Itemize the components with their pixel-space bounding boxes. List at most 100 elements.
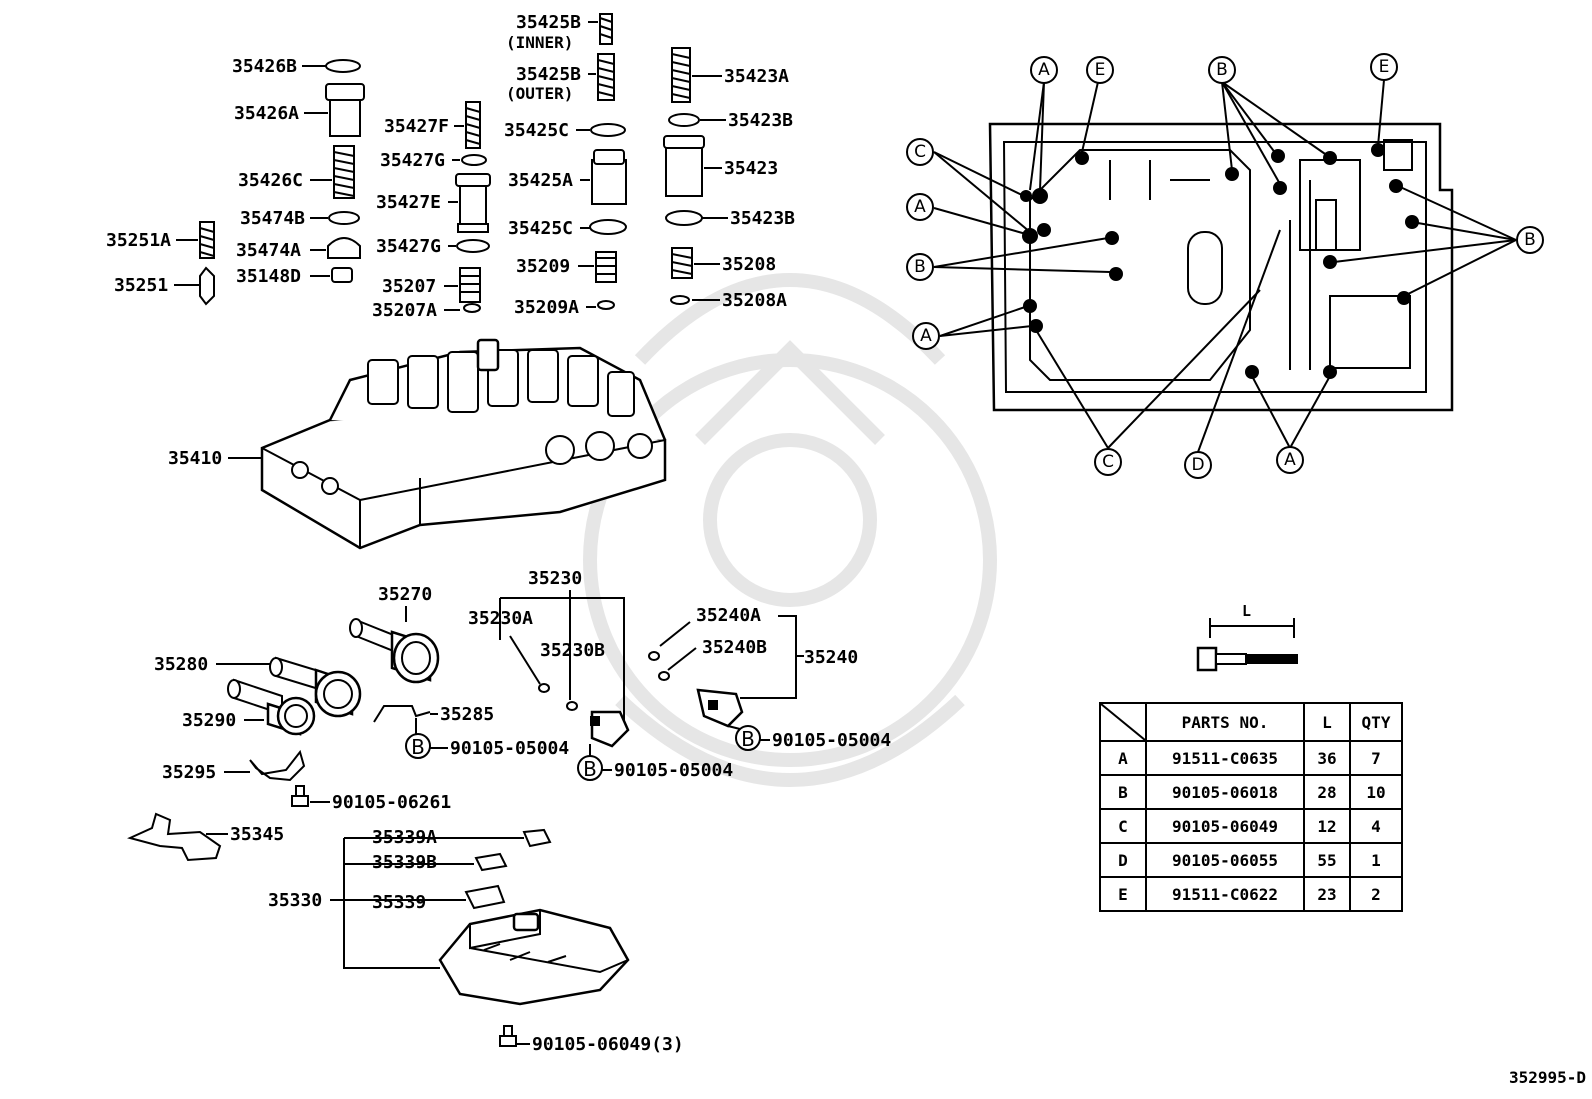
label-35240a: 35240A xyxy=(696,605,761,626)
row-qty: 1 xyxy=(1349,842,1403,878)
svg-text:C: C xyxy=(914,142,926,162)
part-35251: 35251 xyxy=(114,266,215,306)
part-35427g-upper: 35427G xyxy=(380,150,487,171)
part-35474a: 35474A xyxy=(236,237,361,261)
label-35410: 35410 xyxy=(168,448,222,469)
table-row: B 90105-06018 28 10 xyxy=(1099,774,1403,810)
bolt-90105-06261: 90105-06261 xyxy=(291,785,451,813)
part-35345: 35345 xyxy=(127,812,284,862)
label-35251: 35251 xyxy=(114,275,168,296)
row-key: A xyxy=(1099,740,1147,776)
bolt-b-1: B 90105-05004 xyxy=(405,733,569,759)
callout-a-bottom: A xyxy=(1276,446,1304,474)
label-35208: 35208 xyxy=(722,254,776,275)
label-35423a: 35423A xyxy=(724,66,789,87)
label-35207a: 35207A xyxy=(372,300,437,321)
label-35230a: 35230A xyxy=(468,608,533,629)
part-35423: 35423 xyxy=(663,135,778,197)
label-35426c: 35426C xyxy=(238,170,303,191)
part-35425b-outer: 35425B (OUTER) xyxy=(506,53,615,103)
part-35209: 35209 xyxy=(516,251,617,283)
bolt-length-label: L xyxy=(1242,602,1252,620)
table-header-row: PARTS NO. L QTY xyxy=(1099,702,1403,742)
label-35270: 35270 xyxy=(378,584,432,605)
label-35423: 35423 xyxy=(724,158,778,179)
row-length: 12 xyxy=(1303,808,1351,844)
label-35339: 35339 xyxy=(372,892,426,913)
part-35425c-upper: 35425C xyxy=(504,120,626,141)
label-35285: 35285 xyxy=(440,704,494,725)
part-35426c: 35426C xyxy=(238,145,355,199)
row-length: 28 xyxy=(1303,774,1351,810)
callout-a-lower-left: A xyxy=(912,322,940,350)
row-qty: 10 xyxy=(1349,774,1403,810)
label-35425b-outer: 35425B xyxy=(516,64,581,85)
label-35208a: 35208A xyxy=(722,290,787,311)
label-35423b-lower: 35423B xyxy=(730,208,795,229)
svg-text:B: B xyxy=(1216,60,1228,80)
part-35423b-lower: 35423B xyxy=(665,208,795,229)
header-l: L xyxy=(1303,702,1351,742)
label-35209: 35209 xyxy=(516,256,570,277)
part-35330-strainer: 35330 35339A 35339B 35339 xyxy=(268,827,630,1006)
part-35280 xyxy=(269,656,362,718)
label-outer: (OUTER) xyxy=(506,84,573,103)
bolt-b-2: B 90105-05004 xyxy=(577,744,733,781)
part-35474b: 35474B xyxy=(240,208,360,229)
svg-text:A: A xyxy=(914,197,926,217)
callout-e-top-left: E xyxy=(1086,56,1114,84)
part-35426b: 35426B xyxy=(232,56,361,77)
part-35209a: 35209A xyxy=(514,297,615,318)
label-90105-06261: 90105-06261 xyxy=(332,792,451,813)
svg-text:B: B xyxy=(914,257,926,277)
callout-a-left: A xyxy=(906,193,934,221)
part-35425b-inner: 35425B (INNER) xyxy=(506,12,613,52)
svg-text:B: B xyxy=(1524,230,1536,250)
part-35427e: 35427E xyxy=(376,173,491,233)
part-35410-valve-body: 35410 xyxy=(168,338,667,550)
label-35230b: 35230B xyxy=(540,640,605,661)
callout-b-3: B xyxy=(741,727,755,751)
label-35425b-inner: 35425B xyxy=(516,12,581,33)
part-35207a: 35207A xyxy=(372,300,481,321)
part-35423a: 35423A xyxy=(671,47,789,103)
part-35230-solenoid xyxy=(590,710,630,748)
watermark-emblem xyxy=(583,273,997,787)
label-35474a: 35474A xyxy=(236,240,301,261)
valve-body-plan-view: A E C A B A B E xyxy=(906,53,1544,479)
part-35290 xyxy=(227,678,316,736)
header-parts-no: PARTS NO. xyxy=(1145,702,1305,742)
row-length: 36 xyxy=(1303,740,1351,776)
plan-bolt-heads xyxy=(1020,143,1419,379)
label-35425c-upper: 35425C xyxy=(504,120,569,141)
valve-parts-group: 35426B 35426A 35426C 35474B 35474A xyxy=(106,12,795,321)
svg-text:D: D xyxy=(1191,455,1204,475)
svg-text:C: C xyxy=(1102,452,1114,472)
solenoid-group: 35230 35230A 35230B 35240A 35240B 35240 xyxy=(468,568,858,748)
label-35427f: 35427F xyxy=(384,116,449,137)
callout-b-top: B xyxy=(1208,56,1236,84)
row-part-number: 91511-C0635 xyxy=(1145,740,1305,776)
callout-b-right: B xyxy=(1516,226,1544,254)
callout-e-top-right: E xyxy=(1370,53,1398,81)
row-key: D xyxy=(1099,842,1147,878)
label-35240b: 35240B xyxy=(702,637,767,658)
row-part-number: 90105-06049 xyxy=(1145,808,1305,844)
label-35339a: 35339A xyxy=(372,827,437,848)
label-35251a: 35251A xyxy=(106,230,171,251)
row-part-number: 90105-06018 xyxy=(1145,774,1305,810)
label-35426a: 35426A xyxy=(234,103,299,124)
bolt-length-diagram xyxy=(1196,618,1298,672)
part-35251a: 35251A xyxy=(106,221,215,259)
part-35295: 35295 xyxy=(162,749,306,783)
row-length: 23 xyxy=(1303,876,1351,912)
svg-text:A: A xyxy=(1284,450,1296,470)
row-key: E xyxy=(1099,876,1147,912)
table-row: E 91511-C0622 23 2 xyxy=(1099,876,1403,912)
label-35240: 35240 xyxy=(804,647,858,668)
label-35423b-upper: 35423B xyxy=(728,110,793,131)
bolt-parts-table: PARTS NO. L QTY A 91511-C0635 36 7 B 901… xyxy=(1099,702,1403,912)
label-inner: (INNER) xyxy=(506,33,573,52)
part-35423b-upper: 35423B xyxy=(668,110,793,131)
